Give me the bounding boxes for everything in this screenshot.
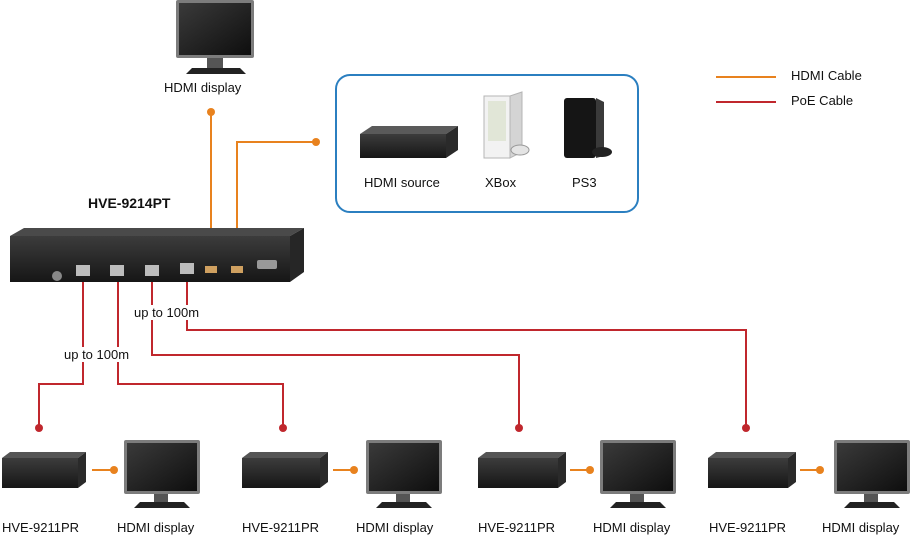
receiver-4-icon [708,452,796,488]
source-label-ps3: PS3 [572,175,597,190]
receiver-label-4: HVE-9211PR [709,520,787,535]
legend-poe-swatch [716,101,776,103]
transmitter-device-icon [10,228,304,282]
poe-cable-dots [35,424,750,432]
display-3-icon [600,440,676,508]
display-label-3: HDMI display [593,520,671,535]
distance-label-right: up to 100m [134,305,200,320]
poe-cables [38,278,747,428]
display-label-2: HDMI display [356,520,434,535]
top-display-label: HDMI display [164,80,242,95]
receiver-2-icon [242,452,328,488]
legend-hdmi-label: HDMI Cable [791,68,862,83]
receiver-label-3: HVE-9211PR [478,520,556,535]
source-label-xbox: XBox [485,175,517,190]
media-box-icon [360,126,458,158]
ps3-console-icon [564,98,612,158]
source-label-hdmi: HDMI source [364,175,440,190]
display-1-icon [124,440,200,508]
top-monitor-icon [176,0,254,74]
receiver-label-2: HVE-9211PR [242,520,320,535]
xbox-console-icon [483,91,530,159]
legend-hdmi-swatch [716,76,776,78]
display-2-icon [366,440,442,508]
receiver-label-1: HVE-9211PR [2,520,80,535]
legend-poe-label: PoE Cable [791,93,854,108]
display-label-4: HDMI display [822,520,900,535]
hdmi-cable-dots [110,108,824,474]
display-label-1: HDMI display [117,520,195,535]
transmitter-title: HVE-9214PT [88,195,171,211]
distance-label-left: up to 100m [64,347,130,362]
display-4-icon [834,440,910,508]
receiver-3-icon [478,452,566,488]
receiver-1-icon [2,452,86,488]
